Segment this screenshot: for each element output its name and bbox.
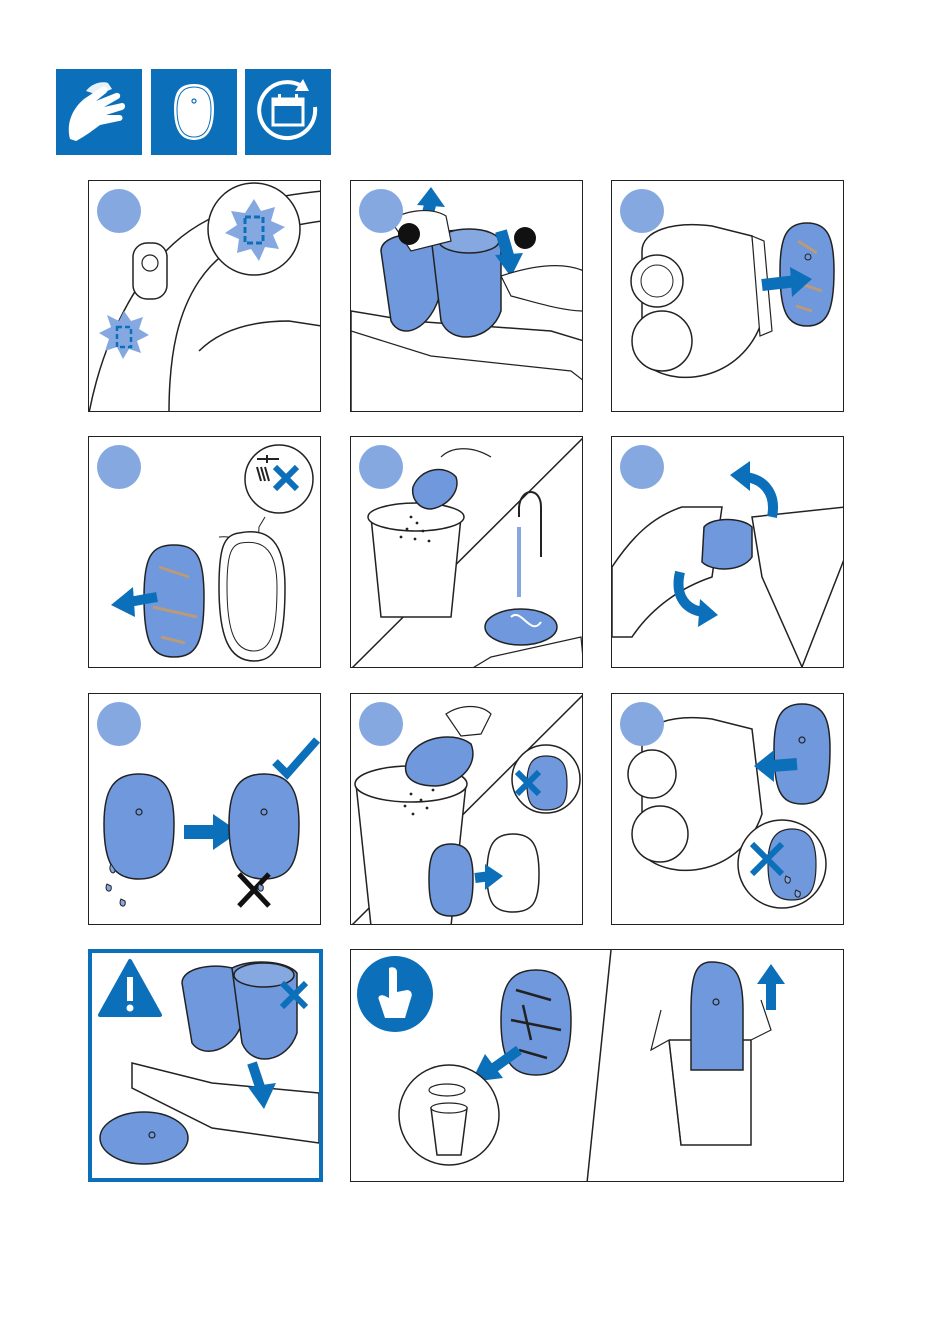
replace-filter-illustration [351,950,844,1182]
filter-icon [151,69,237,155]
step-panel [611,180,844,412]
step-number-badge [359,702,403,746]
step-panel [350,693,583,925]
step-panel [350,436,583,668]
step-number-badge [620,445,664,489]
step-number-badge [97,445,141,489]
step-number-badge [620,189,664,233]
calendar-cycle-icon [245,69,331,155]
step-panel [88,180,321,412]
warning-illustration [92,953,319,1178]
wipe-hands-icon [56,69,142,155]
step-panel [88,693,321,925]
step-panel [350,180,583,412]
tip-hand-icon [357,956,433,1032]
step-number-badge [359,445,403,489]
sub-step-badge [514,227,536,249]
warning-icon [100,961,160,1015]
step-number-badge [97,189,141,233]
step-panel [611,693,844,925]
warning-panel [88,949,323,1182]
step-panel [88,436,321,668]
step-number-badge [359,189,403,233]
step-number-badge [620,702,664,746]
sub-step-badge [398,223,420,245]
step-number-badge [97,702,141,746]
tip-panel [350,949,844,1182]
step-panel [611,436,844,668]
